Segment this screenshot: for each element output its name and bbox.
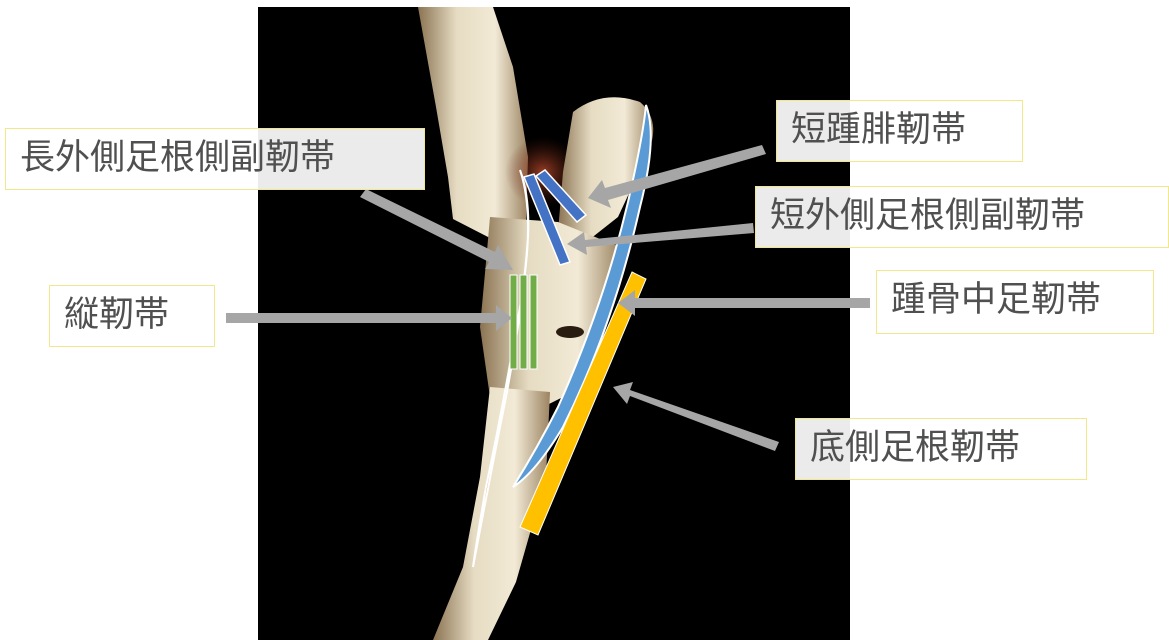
- arrow-icon: [588, 145, 766, 208]
- label-short-talofibular-ligament: 短踵腓靭帯: [776, 100, 1023, 162]
- arrow-icon: [226, 305, 512, 331]
- arrow-icon: [618, 290, 870, 316]
- arrow-icon: [360, 189, 513, 270]
- label-vertical-ligament: 縦靭帯: [49, 285, 215, 347]
- label-calcaneometatarsal-ligament: 踵骨中足靭帯: [876, 270, 1154, 334]
- label-long-lateral-collateral-ligament: 長外側足根側副靭帯: [5, 128, 425, 190]
- label-plantar-tarsal-ligament: 底側足根靭帯: [795, 418, 1087, 480]
- label-short-lateral-collateral-ligament: 短外側足根側副靭帯: [755, 186, 1169, 248]
- arrow-icon: [567, 223, 754, 255]
- arrow-icon: [613, 382, 779, 451]
